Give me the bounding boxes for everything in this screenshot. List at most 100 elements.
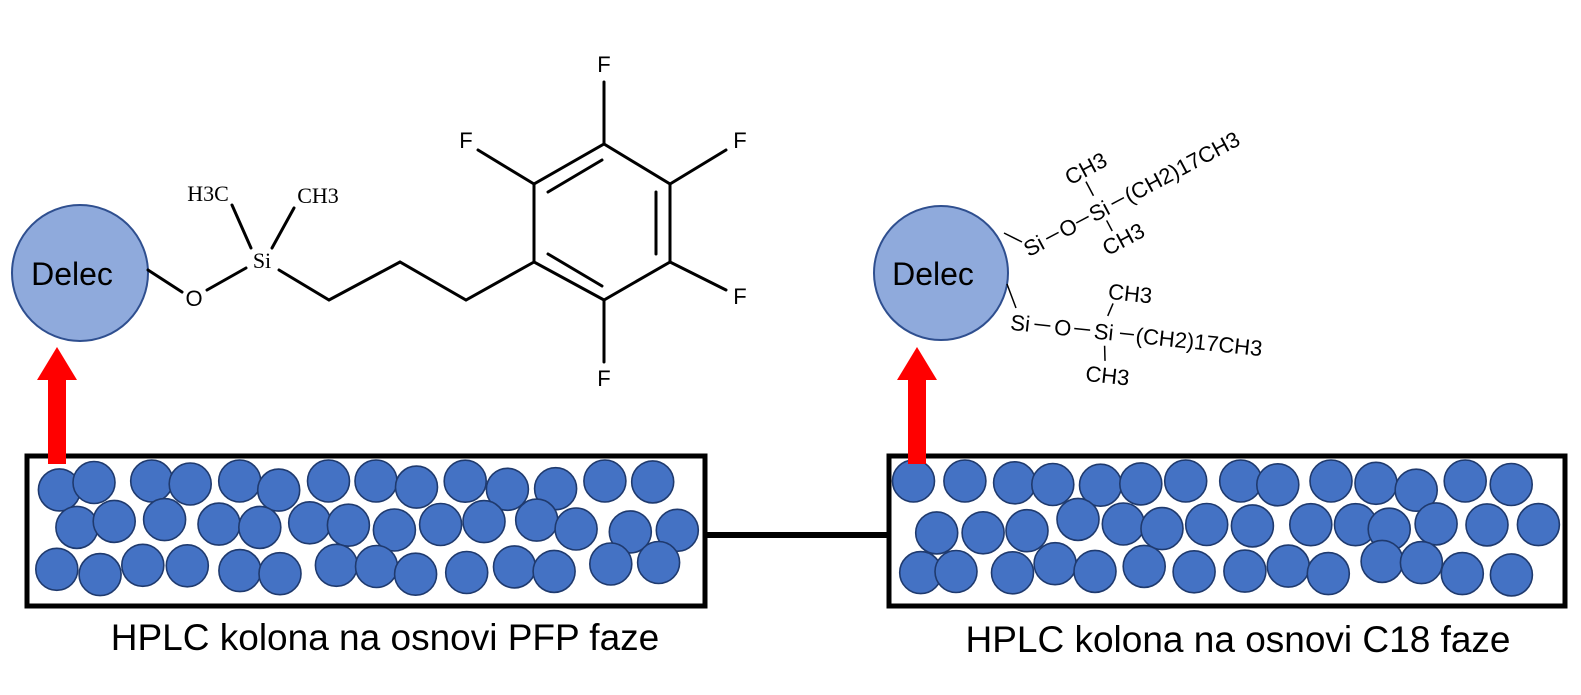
c18-upper-silicon: Si — [1019, 230, 1048, 261]
right-column — [886, 453, 1568, 609]
packing-bead — [1443, 459, 1487, 503]
packing-bead — [1256, 462, 1300, 507]
packing-bead — [1394, 468, 1438, 513]
packing-bead — [444, 550, 489, 595]
right-particle: Delec — [873, 205, 1009, 341]
packing-bead — [165, 543, 210, 588]
packing-bead — [1056, 497, 1100, 542]
packing-bead — [55, 505, 99, 550]
packing-bead — [943, 459, 987, 503]
packing-bead — [1399, 540, 1444, 585]
packing-bead — [121, 543, 165, 588]
packing-bead — [354, 544, 399, 589]
packing-bead — [1163, 459, 1208, 503]
pfp-fluorine-bottom: F — [597, 366, 610, 391]
packing-bead — [1489, 462, 1533, 507]
packing-bead — [1184, 502, 1229, 547]
left-column — [24, 453, 708, 609]
packing-bead — [1073, 549, 1117, 594]
c18-lower-silicon-2: Si — [1093, 319, 1115, 346]
pfp-methyl-left-label: H3C — [187, 181, 229, 206]
packing-bead — [168, 462, 212, 506]
pfp-fluorine-upper-right: F — [733, 128, 746, 153]
packing-bead — [1005, 508, 1049, 553]
packing-bead — [1223, 549, 1267, 593]
packing-bead — [1119, 462, 1163, 506]
packing-bead — [532, 549, 576, 594]
pfp-silicon-label: Si — [253, 248, 271, 273]
packing-bead — [1516, 502, 1561, 547]
packing-bead — [258, 551, 302, 596]
packing-bead — [630, 460, 675, 504]
c18-ligand-upper: Si O Si CH3 CH3 (CH2)17CH3 — [1003, 126, 1244, 262]
packing-bead — [372, 508, 417, 552]
packing-bead — [1306, 551, 1351, 596]
packing-bead — [1122, 544, 1166, 589]
up-arrow-icon — [897, 347, 937, 464]
c18-lower-methyl-top: CH3 — [1107, 279, 1153, 308]
pfp-ligand-structure: O Si H3C CH3 F F F F F — [146, 52, 747, 391]
packing-bead — [218, 548, 262, 593]
packing-bead — [1465, 503, 1509, 547]
pfp-fluorine-lower-right: F — [733, 284, 746, 309]
packing-bead — [72, 460, 116, 505]
packing-bead — [1440, 551, 1485, 596]
packing-bead — [1360, 539, 1404, 584]
packing-bead — [891, 459, 936, 503]
packing-bead — [326, 503, 371, 548]
packing-bead — [492, 545, 537, 589]
packing-bead — [1489, 553, 1534, 597]
packing-bead — [306, 459, 351, 503]
c18-lower-methyl-bottom: CH3 — [1084, 361, 1130, 390]
packing-bead — [1140, 506, 1184, 551]
c18-upper-oxygen: O — [1055, 213, 1082, 243]
packing-bead — [1101, 502, 1146, 546]
packing-bead — [1230, 504, 1275, 548]
packing-bead — [418, 502, 463, 547]
left-column-packing — [34, 459, 700, 597]
packing-bead — [636, 540, 681, 585]
packing-bead — [217, 459, 262, 503]
packing-bead — [237, 505, 282, 550]
packing-bead — [583, 459, 627, 503]
packing-bead — [1031, 462, 1075, 507]
packing-bead — [92, 499, 136, 544]
left-particle-label: Delec — [31, 256, 113, 292]
packing-bead — [1266, 544, 1311, 588]
packing-bead — [992, 460, 1037, 505]
packing-bead — [394, 465, 439, 509]
packing-bead — [314, 543, 359, 588]
packing-bead — [1218, 459, 1263, 503]
left-particle: Delec — [11, 204, 149, 342]
up-arrow-icon — [37, 347, 77, 464]
packing-bead — [1172, 549, 1216, 594]
packing-bead — [934, 549, 978, 594]
c18-upper-methyl-top: CH3 — [1061, 147, 1112, 190]
packing-bead — [393, 552, 438, 597]
packing-bead — [514, 498, 559, 542]
packing-bead — [554, 507, 598, 551]
packing-bead — [287, 500, 332, 545]
c18-upper-methyl-bottom: CH3 — [1098, 218, 1149, 261]
pfp-fluorine-top: F — [597, 52, 610, 77]
right-column-packing — [891, 459, 1561, 597]
c18-lower-alkyl-chain: (CH2)17CH3 — [1135, 323, 1264, 361]
packing-bead — [990, 550, 1035, 595]
left-column-caption: HPLC kolona na osnovi PFP faze — [111, 617, 659, 658]
packing-bead — [961, 510, 1005, 555]
pfp-oxygen-label: O — [185, 286, 202, 311]
packing-bead — [1289, 502, 1333, 547]
pfp-fluorine-upper-left: F — [459, 128, 472, 153]
right-particle-label: Delec — [892, 256, 974, 292]
c18-lower-oxygen: O — [1053, 314, 1073, 341]
left-particle-circle — [11, 204, 149, 342]
packing-bead — [354, 459, 398, 503]
packing-bead — [1354, 461, 1398, 506]
packing-bead — [197, 502, 241, 546]
right-column-caption: HPLC kolona na osnovi C18 faze — [965, 619, 1510, 660]
packing-bead — [443, 459, 488, 504]
c18-ligand-lower: Si O Si CH3 CH3 (CH2)17CH3 — [1006, 279, 1264, 390]
packing-bead — [34, 547, 79, 592]
pfp-methyl-right-label: CH3 — [297, 183, 339, 208]
